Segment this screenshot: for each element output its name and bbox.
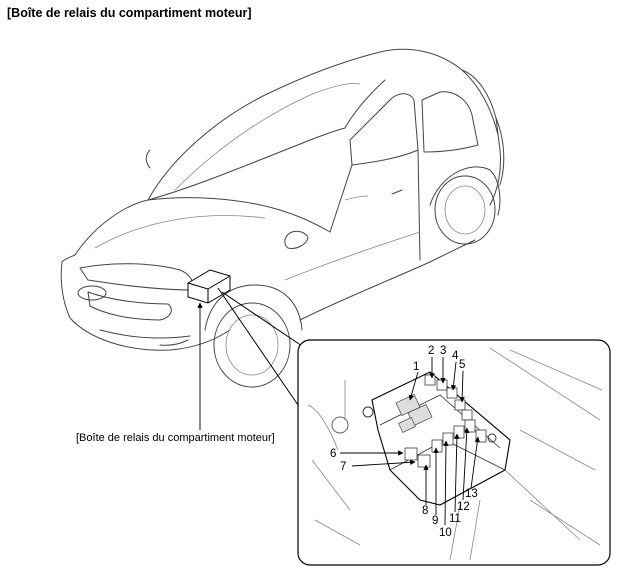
zoom-line-bottom xyxy=(221,291,306,349)
callout-numbers: 1 2 3 4 5 6 7 8 9 10 11 12 13 xyxy=(330,345,478,539)
relay-box-label: [Boîte de relais du compartiment moteur] xyxy=(76,432,275,444)
callout-6: 6 xyxy=(330,448,336,460)
callout-leaders xyxy=(340,357,481,526)
zoom-line-top xyxy=(217,287,299,406)
callout-3: 3 xyxy=(440,345,446,357)
callout-11: 11 xyxy=(449,513,461,525)
callout-2: 2 xyxy=(428,345,434,357)
callout-7: 7 xyxy=(340,461,346,473)
callout-1: 1 xyxy=(413,361,419,373)
car-illustration xyxy=(60,48,505,388)
callout-4: 4 xyxy=(452,350,459,362)
relay-box-detail-panel xyxy=(297,339,611,566)
callout-10: 10 xyxy=(439,527,452,539)
relay-box-on-car xyxy=(187,269,231,304)
callout-5: 5 xyxy=(459,359,465,371)
callout-13: 13 xyxy=(465,488,478,500)
page-title: [Boîte de relais du compartiment moteur] xyxy=(7,6,252,20)
callout-8: 8 xyxy=(422,505,428,517)
callout-9: 9 xyxy=(432,515,438,527)
callout-12: 12 xyxy=(457,501,470,513)
